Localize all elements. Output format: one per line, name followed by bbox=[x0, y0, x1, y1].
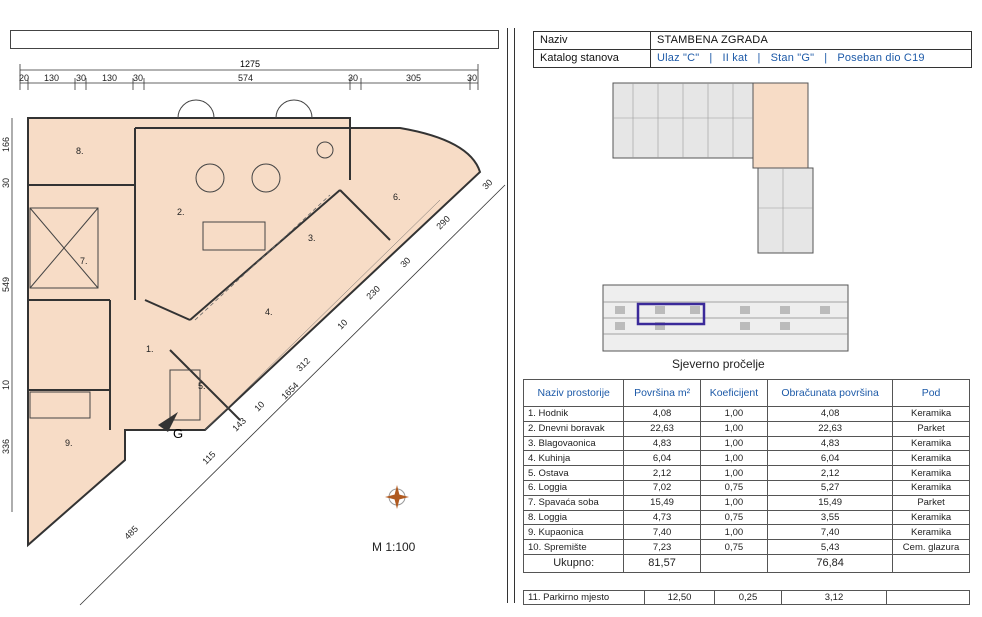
dim-diag-1: 290 bbox=[434, 214, 452, 232]
dim-sub-0: 20 bbox=[19, 73, 29, 83]
room-number-1: 1. bbox=[146, 344, 154, 354]
dim-sub-6: 30 bbox=[348, 73, 358, 83]
dim-diag-3: 230 bbox=[364, 284, 382, 302]
total-calc: 76,84 bbox=[767, 553, 894, 573]
dim-top: 1275 bbox=[240, 59, 260, 69]
katalog-value: Ulaz "C"|II kat|Stan "G"|Poseban dio C19 bbox=[657, 52, 925, 64]
dim-diag-4: 10 bbox=[335, 317, 349, 331]
dim-sub-4: 30 bbox=[133, 73, 143, 83]
dim-sub-3: 130 bbox=[102, 73, 117, 83]
dim-sub-7: 305 bbox=[406, 73, 421, 83]
dim-left-1: 30 bbox=[1, 178, 11, 188]
dim-diag-5: 312 bbox=[294, 356, 312, 374]
dim-left-0: 166 bbox=[1, 137, 11, 152]
compass-icon bbox=[385, 485, 409, 509]
room-number-8: 8. bbox=[76, 146, 84, 156]
dim-left-3: 10 bbox=[1, 380, 11, 390]
info-box: Naziv STAMBENA ZGRADA Katalog stanova Ul… bbox=[533, 31, 972, 68]
unit-highlight bbox=[636, 302, 706, 326]
room-number-5: 5. bbox=[198, 381, 206, 391]
facade-label: Sjeverno pročelje bbox=[672, 357, 765, 371]
table-row: 11. Parkirno mjesto 12,50 0,25 3,12 bbox=[523, 590, 970, 605]
dim-sub-2: 30 bbox=[76, 73, 86, 83]
title-bar bbox=[10, 30, 499, 49]
col-povrsina: Površina m² bbox=[623, 379, 701, 407]
dim-sub-8: 30 bbox=[467, 73, 477, 83]
col-obracunata: Obračunata površina bbox=[767, 379, 894, 407]
room-number-9: 9. bbox=[65, 438, 73, 448]
dim-diag-9: 115 bbox=[200, 449, 217, 466]
dim-sub-1: 130 bbox=[44, 73, 59, 83]
dim-sub-5: 574 bbox=[238, 73, 253, 83]
total-area: 81,57 bbox=[623, 553, 701, 573]
page-divider bbox=[507, 28, 508, 603]
page-divider-inner bbox=[514, 28, 515, 603]
naziv-value: STAMBENA ZGRADA bbox=[657, 34, 768, 46]
facade-elevation bbox=[602, 284, 849, 352]
dim-diag-7: 10 bbox=[252, 399, 266, 413]
rooms-table: Naziv prostorije Površina m² Koeficijent… bbox=[522, 379, 970, 573]
floor-plan: 1275 20 130 30 130 30 574 30 305 30 166 … bbox=[1, 59, 506, 606]
dim-left-2: 549 bbox=[1, 277, 11, 292]
total-row: Ukupno: 81,57 76,84 bbox=[522, 553, 970, 573]
dim-diag-8: 143 bbox=[230, 416, 248, 434]
entrance-label: G bbox=[173, 426, 183, 441]
plan-scale: M 1:100 bbox=[372, 540, 416, 554]
katalog-label: Katalog stanova bbox=[534, 50, 651, 67]
dim-diag-0: 30 bbox=[480, 177, 494, 191]
building-key-plan bbox=[612, 82, 814, 254]
parking-table: 11. Parkirno mjesto 12,50 0,25 3,12 bbox=[523, 590, 970, 605]
naziv-label: Naziv bbox=[534, 32, 651, 49]
dim-diag-2: 30 bbox=[398, 255, 412, 269]
room-number-7: 7. bbox=[80, 256, 88, 266]
room-number-2: 2. bbox=[177, 207, 185, 217]
room-number-4: 4. bbox=[265, 307, 273, 317]
room-number-6: 6. bbox=[393, 192, 401, 202]
col-koeficijent: Koeficijent bbox=[699, 379, 769, 407]
dim-diag-10: 485 bbox=[122, 524, 140, 542]
dim-left-4: 336 bbox=[1, 439, 11, 454]
total-label: Ukupno: bbox=[522, 553, 625, 573]
room-number-3: 3. bbox=[308, 233, 316, 243]
col-naziv: Naziv prostorije bbox=[522, 379, 625, 407]
dim-diag-6: 1654 bbox=[279, 380, 300, 401]
col-pod: Pod bbox=[892, 379, 970, 407]
